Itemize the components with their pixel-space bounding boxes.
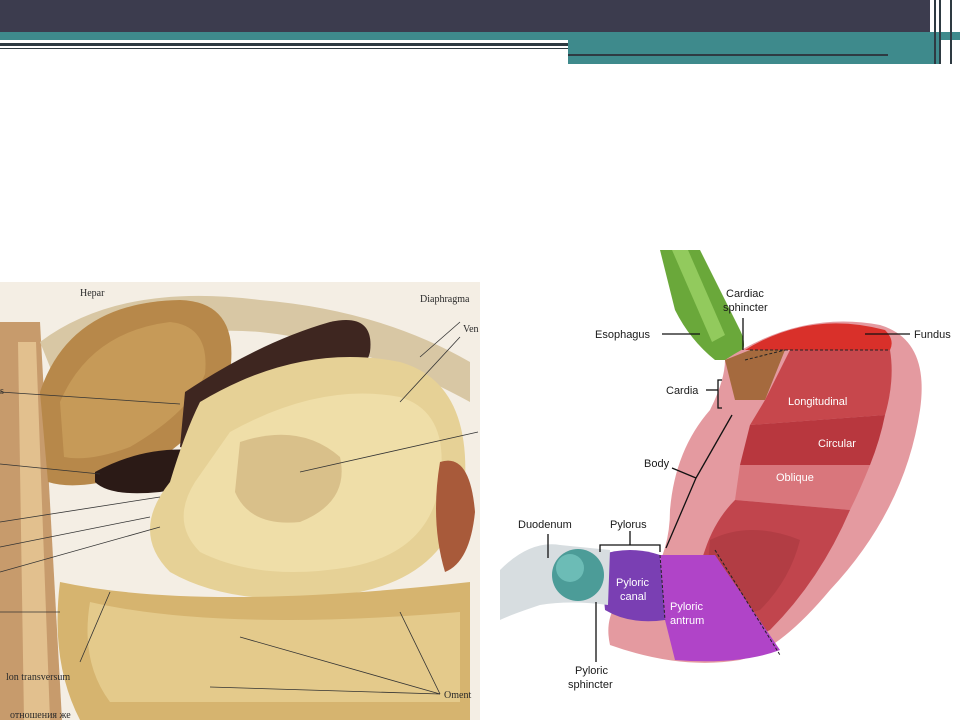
label-circular: Circular	[818, 438, 856, 450]
label-fundus: Fundus	[914, 329, 951, 341]
label-body: Body	[644, 458, 670, 470]
label-pyloric-canal-line1: Pyloric	[616, 577, 650, 589]
abdominal-anatomy-illustration: Hepar Diaphragma Ven s lon transversum O…	[0, 282, 480, 720]
header-rule	[0, 43, 568, 46]
label-colon-transversum: lon transversum	[6, 672, 70, 683]
header-vertical-lines	[930, 0, 960, 66]
label-oblique: Oblique	[776, 472, 814, 484]
label-s: s	[0, 386, 4, 397]
label-cardiac-sphincter-line1: Cardiac	[726, 288, 764, 300]
label-pyloric-canal-line2: canal	[620, 591, 646, 603]
header-accent-bar	[0, 32, 960, 40]
label-pylorus: Pylorus	[610, 519, 647, 531]
label-diaphragma: Diaphragma	[420, 294, 470, 305]
label-esophagus: Esophagus	[595, 329, 651, 341]
label-longitudinal: Longitudinal	[788, 396, 847, 408]
label-hepar: Hepar	[80, 288, 105, 299]
label-pyloric-antrum-line1: Pyloric	[670, 601, 704, 613]
header-bar	[0, 0, 930, 32]
label-duodenum: Duodenum	[518, 519, 572, 531]
header-accent-block	[568, 40, 940, 64]
header-accent-rule	[568, 54, 888, 56]
label-pyloric-sphincter-line1: Pyloric	[575, 665, 609, 677]
label-cardiac-sphincter-line2: sphincter	[723, 302, 768, 314]
label-pyloric-antrum-line2: antrum	[670, 615, 704, 627]
label-cardia: Cardia	[666, 385, 699, 397]
label-ven: Ven	[463, 324, 479, 335]
caption-text: отношения же	[10, 710, 71, 720]
label-pyloric-sphincter-line2: sphincter	[568, 679, 613, 691]
header-rule-thin	[0, 48, 568, 49]
stomach-diagram: Cardiac sphincter Esophagus Fundus Cardi…	[500, 250, 951, 691]
label-omentum: Oment	[444, 690, 471, 701]
